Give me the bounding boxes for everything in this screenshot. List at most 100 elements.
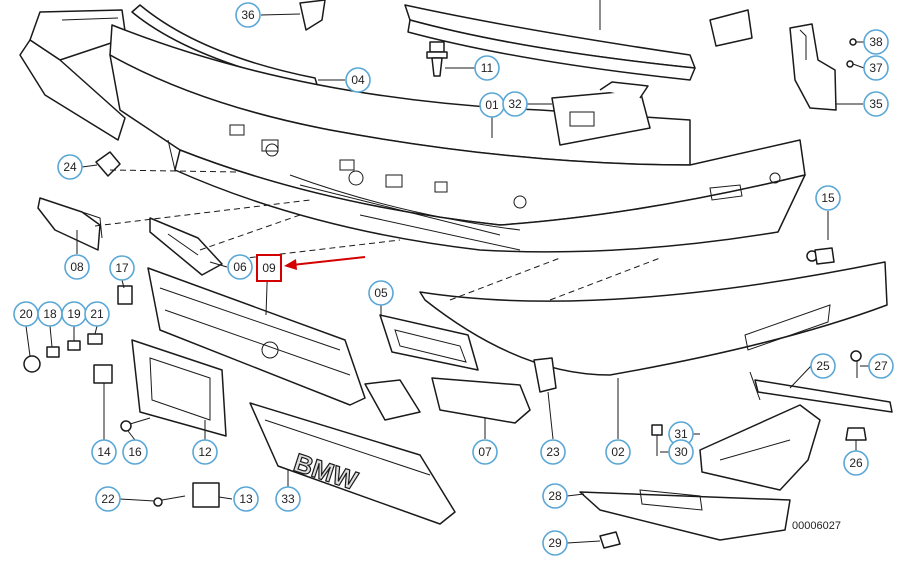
svg-text:08: 08 [70,260,84,274]
callout-31[interactable]: 31 [668,421,694,447]
callout-06[interactable]: 06 [227,254,253,280]
svg-text:37: 37 [869,61,883,75]
callout-38[interactable]: 38 [863,29,889,55]
callout-11[interactable]: 11 [474,55,500,81]
svg-text:30: 30 [674,445,688,459]
screw-27-part [850,350,862,378]
bracket-23-part [533,357,557,393]
callout-26[interactable]: 26 [843,450,869,476]
svg-text:07: 07 [478,445,492,459]
callout-19[interactable]: 19 [61,301,87,327]
callout-30[interactable]: 30 [668,439,694,465]
svg-text:25: 25 [816,359,830,373]
insert-06-part [149,217,223,276]
bumper-reinforcement-part [404,0,696,81]
callout-37[interactable]: 37 [863,55,889,81]
lamp-07-part [431,377,531,424]
callout-13[interactable]: 13 [233,486,259,512]
callout-27[interactable]: 27 [868,353,894,379]
svg-text:17: 17 [115,261,129,275]
svg-text:29: 29 [548,536,562,550]
clip-11-part [426,41,448,77]
callout-23[interactable]: 23 [540,439,566,465]
callout-36[interactable]: 36 [235,2,261,28]
callout-16[interactable]: 16 [122,439,148,465]
nut-plate-13-part [192,482,220,508]
callout-20[interactable]: 20 [13,301,39,327]
air-duct-31-part [699,404,821,491]
grille-05-part [379,314,479,371]
callout-15[interactable]: 15 [815,185,841,211]
bracket-32-part [551,81,651,146]
callout-25[interactable]: 25 [810,353,836,379]
callout-14[interactable]: 14 [91,439,117,465]
callout-02[interactable]: 02 [605,439,631,465]
highlight-arrow [284,256,366,270]
callout-35[interactable]: 35 [863,91,889,117]
clip-17-part [117,285,133,305]
svg-text:31: 31 [674,427,688,441]
leader-lines [25,13,869,544]
svg-text:15: 15 [821,191,835,205]
svg-text:19: 19 [67,307,81,321]
callout-21[interactable]: 21 [84,301,110,327]
svg-text:11: 11 [481,61,494,75]
svg-text:09: 09 [262,261,276,275]
callout-17[interactable]: 17 [109,255,135,281]
svg-text:01: 01 [485,98,499,112]
screw-30-part [651,424,663,456]
clip-24-part [95,151,121,177]
callout-04[interactable]: 04 [345,67,371,93]
callout-28[interactable]: 28 [542,483,568,509]
callout-22[interactable]: 22 [95,486,121,512]
bumper-cover-02-part [419,261,888,376]
svg-text:23: 23 [546,445,560,459]
document-number: 00006027 [792,520,841,532]
svg-text:04: 04 [351,73,365,87]
callout-09-highlighted[interactable]: 09 [256,254,282,282]
callout-29[interactable]: 29 [542,530,568,556]
bracket-25-part [749,371,893,413]
grille-08-part [37,197,103,251]
callout-33[interactable]: 33 [275,486,301,512]
svg-text:02: 02 [611,445,625,459]
svg-text:36: 36 [241,8,255,22]
svg-text:28: 28 [548,489,562,503]
svg-text:21: 21 [90,307,104,321]
svg-text:27: 27 [874,359,888,373]
callout-05[interactable]: 05 [368,280,394,306]
top-right-bracket-part [709,9,753,47]
callout-18[interactable]: 18 [37,301,63,327]
svg-text:13: 13 [239,492,253,506]
bracket-35-part [789,23,837,111]
svg-text:06: 06 [233,260,247,274]
screw-16-part [120,417,151,432]
svg-text:05: 05 [374,286,388,300]
assembly-lines [94,169,661,301]
callout-01[interactable]: 01 [479,92,505,118]
bracket-36-part [299,0,326,31]
svg-text:24: 24 [63,160,77,174]
callout-12[interactable]: 12 [192,439,218,465]
bumper-side-end-part [19,9,127,141]
callout-07[interactable]: 07 [472,439,498,465]
svg-text:33: 33 [281,492,295,506]
callout-32[interactable]: 32 [502,91,528,117]
svg-text:16: 16 [128,445,142,459]
spoiler-28-part [579,489,791,541]
svg-text:18: 18 [43,307,57,321]
bumper-carrier-part [109,24,806,253]
callout-24[interactable]: 24 [57,154,83,180]
svg-text:14: 14 [97,445,111,459]
license-plate-base-part [147,267,421,421]
plate-bracket-12-part [131,339,227,437]
bolt-15-part [806,247,835,265]
callout-08[interactable]: 08 [64,254,90,280]
clip-29-part [599,531,621,549]
clips-37-38-part [846,38,857,68]
svg-text:38: 38 [869,35,883,49]
nut-14-part [93,364,113,384]
svg-text:26: 26 [849,456,863,470]
svg-text:35: 35 [869,97,883,111]
